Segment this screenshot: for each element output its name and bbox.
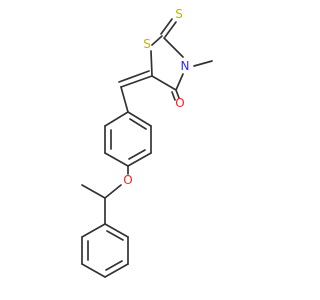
- exocyclic-alkene: [118, 70, 153, 113]
- bond-ph6-ph1: [81, 223, 106, 238]
- bond-ar-inner-2: [128, 149, 146, 160]
- bond-c2-n: [163, 37, 184, 58]
- bond-n-c4: [175, 73, 184, 91]
- rhodanine-ring: [150, 18, 213, 101]
- central-benzene-ring: [104, 111, 152, 167]
- oxygen-carbonyl-label: O: [175, 96, 184, 110]
- ether-linkage: [81, 165, 129, 225]
- bond-o-ch: [104, 184, 122, 199]
- bond-c4-c5: [151, 75, 177, 91]
- bond-c2-thione-b: [160, 18, 173, 35]
- sulfur-ring-label: S: [143, 37, 151, 51]
- bond-ar4-ar5: [104, 152, 129, 167]
- bond-c4-carbonyl-a: [175, 89, 180, 99]
- bond-ph4-ph5: [81, 263, 106, 278]
- bond-c5-methine-b: [118, 70, 150, 83]
- oxygen-ether-label: O: [123, 173, 132, 187]
- bond-ph-inner-1: [106, 230, 124, 241]
- bond-ph-inner-2: [105, 260, 123, 271]
- sulfur-thione-label: S: [175, 7, 183, 21]
- bond-ar-inner-1: [129, 118, 147, 130]
- bond-n-methyl: [193, 60, 213, 67]
- bond-ar1-ar2: [127, 111, 152, 127]
- bond-ar3-ar4: [127, 152, 152, 167]
- bond-c4-carbonyl-b: [171, 91, 176, 101]
- atom-labels: S S N O O: [123, 7, 189, 187]
- bond-ar6-ar1: [104, 111, 129, 127]
- bond-c2-thione-a: [164, 21, 177, 38]
- bond-ph3-ph4: [104, 263, 129, 278]
- nitrogen-label: N: [181, 59, 190, 73]
- bond-ch-methyl: [81, 184, 106, 199]
- bond-c5-methine-a: [120, 75, 153, 88]
- bond-methine-aryl: [120, 86, 129, 113]
- bond-c5-s1: [150, 50, 153, 77]
- terminal-phenyl-ring: [81, 223, 129, 278]
- molecule-structure: S S N O O: [81, 7, 213, 278]
- bond-s1-c2: [151, 35, 163, 46]
- bond-ph1-ph2: [104, 223, 129, 238]
